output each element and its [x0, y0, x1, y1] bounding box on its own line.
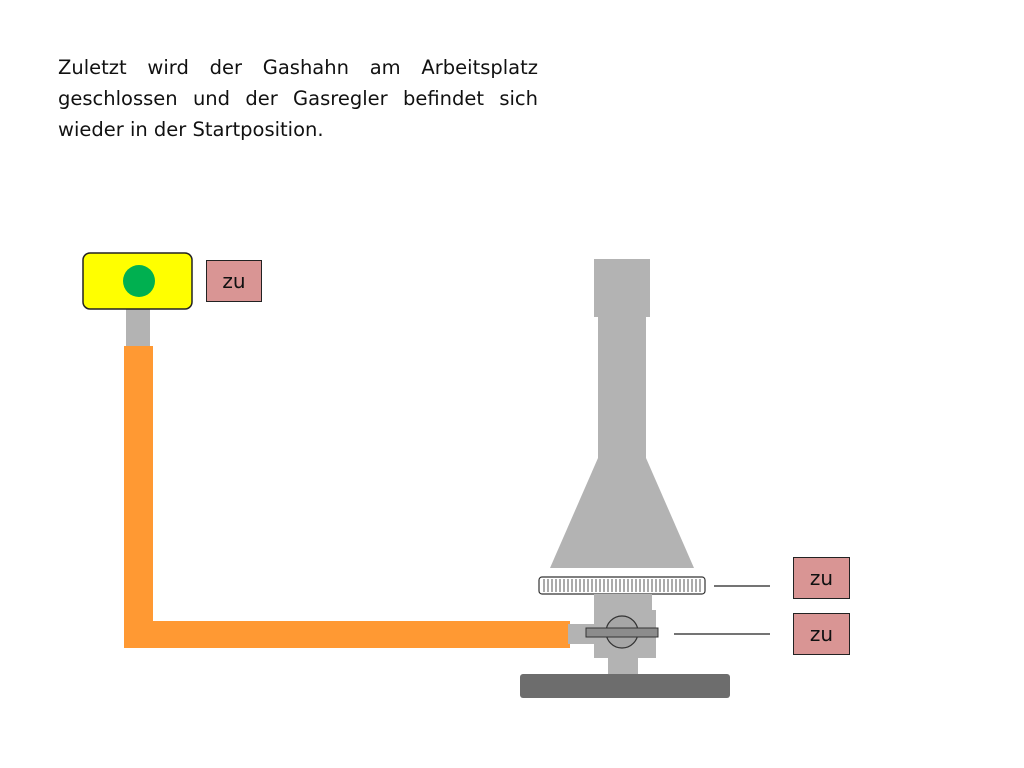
burner-base — [520, 674, 730, 698]
gas-hose-vertical — [124, 346, 153, 648]
burner-cone — [550, 458, 694, 568]
gas-regulator-handle[interactable] — [585, 627, 659, 638]
gas-regulator-state-label: zu — [793, 613, 850, 655]
gas-tap-stem — [126, 308, 150, 348]
gas-hose-horizontal — [124, 621, 570, 648]
air-regulator-state-label: zu — [793, 557, 850, 599]
gas-tap-state-label: zu — [206, 260, 262, 302]
gas-tap-indicator-icon — [123, 265, 155, 297]
burner-neck — [608, 656, 638, 676]
burner-tube-top — [594, 259, 650, 317]
air-regulator-knurl — [543, 579, 701, 592]
burner-tube — [598, 316, 646, 462]
burner-lower-body — [594, 594, 652, 610]
instruction-text: Zuletzt wird der Gashahn am Arbeitsplatz… — [58, 56, 538, 141]
